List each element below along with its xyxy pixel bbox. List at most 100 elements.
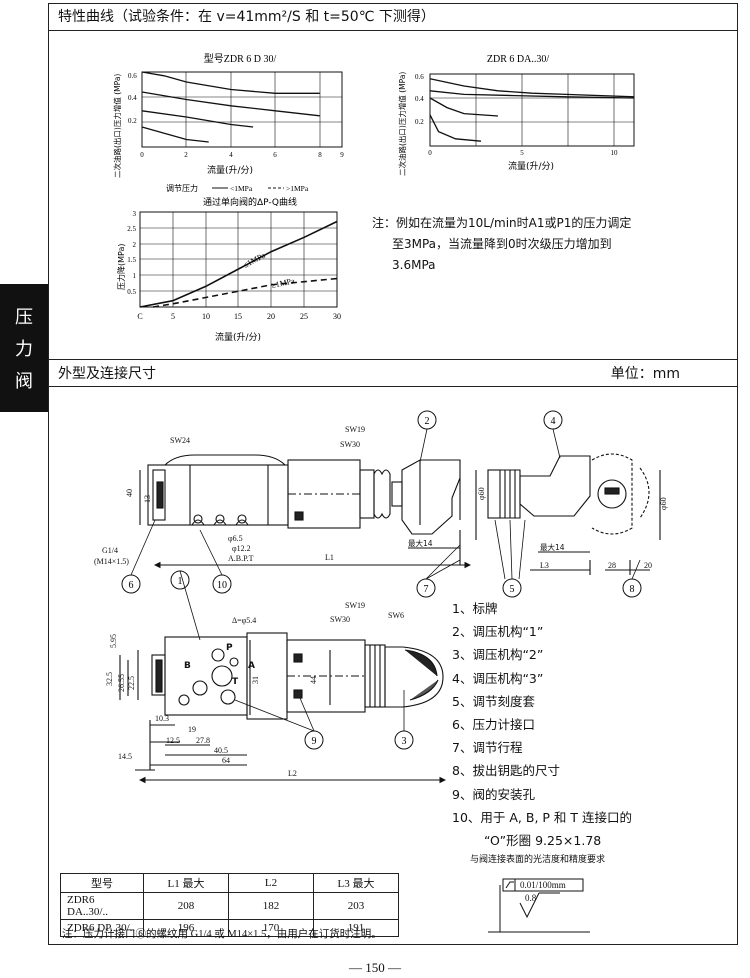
chart2-series-line — [429, 97, 499, 117]
unit-label: 单位：mm — [610, 366, 680, 382]
plan-view-labels: Δ=φ5.4 SW19 SW6 SW30 P B A T 5.95 32.5 2… — [105, 601, 404, 778]
chart2-ytick: 0.4 — [415, 95, 424, 103]
chart3-ytick: 1.5 — [127, 256, 136, 264]
chart2-xtick: 5 — [520, 149, 524, 157]
svg-text:9: 9 — [312, 736, 317, 747]
label-225: 22.5 — [127, 676, 136, 690]
note-line: 3.6MPa — [392, 258, 436, 272]
chart3-ylabel: 压力降(MPa) — [116, 243, 126, 290]
chart2-yticks: 0.6 0.4 0.2 — [415, 73, 424, 126]
section-title-curves: 特性曲线（试验条件：在 v=41mm²/S 和 t=50℃ 下测得） — [48, 3, 738, 31]
chart2-ytick: 0.2 — [415, 118, 424, 126]
table-cell: 208 — [143, 892, 229, 920]
plan-valve-body — [164, 636, 248, 716]
label-phi65: φ6.5 — [228, 534, 243, 543]
chart3-frame — [139, 211, 338, 308]
chart3-yticks: 3 2.5 2 1.5 1 0.5 — [127, 210, 136, 296]
chart2-series-line — [429, 78, 635, 98]
chart1-xtick: 0 — [140, 151, 144, 159]
callout-6: 6 — [121, 574, 141, 594]
chart3-ytick: 0.5 — [127, 288, 136, 296]
chart1-title: 型号ZDR 6 D 30/ — [204, 52, 277, 65]
legend-item: 2、调压机构“1” — [452, 624, 544, 640]
svg-text:2: 2 — [425, 416, 430, 427]
parts-legend: 1、标牌 2、调压机构“1” 3、调压机构“2” 4、调压机构“3” 5、调节刻… — [452, 597, 632, 852]
svg-text:4: 4 — [551, 416, 556, 427]
label-325: 32.5 — [105, 672, 114, 686]
svg-text:8: 8 — [630, 584, 635, 595]
chart1-ylabel: 二次油路(出口)压力增值 (MPa) — [112, 74, 122, 178]
port-a: A — [248, 661, 255, 671]
chart3-curve-b-label: ≥1MPa — [271, 276, 296, 290]
chart-zdr6d: 型号ZDR 6 D 30/ 0.6 0.4 0.2 0 2 4 6 8 9 流量… — [112, 52, 344, 178]
chart3-legend-a: <1MPa — [230, 184, 253, 193]
chart1-frame — [141, 71, 343, 148]
chart3-series-line — [139, 220, 338, 308]
section2-title: 外型及连接尺寸 — [58, 366, 156, 382]
table-cell: 203 — [313, 892, 399, 920]
table-header: L2 — [228, 873, 314, 893]
curve-note: 注：例如在流量为10L/min时A1或P1的压力调定 至3MPa，当流量降到0时… — [372, 213, 631, 276]
chart3-ytick: 2 — [133, 241, 137, 249]
label-max14a: 最大14 — [408, 538, 433, 548]
chart2-series-line — [429, 90, 635, 99]
chart1-series — [141, 71, 320, 143]
callouts: 1 2 3 4 5 6 7 8 9 10 — [121, 410, 642, 750]
table-header: L1 最大 — [143, 873, 229, 893]
label-20: 20 — [644, 561, 652, 570]
label-phi122: φ12.2 — [232, 544, 251, 553]
leader-lines — [130, 428, 641, 732]
top-view-labels: SW24 SW19 SW30 φ6.5 φ12.2 A.B.P.T G1/4 (… — [94, 425, 668, 570]
label-abpt: A.B.P.T — [228, 554, 254, 563]
label-64: 64 — [222, 756, 230, 765]
label-19: 19 — [188, 725, 196, 734]
label-sw19: SW19 — [345, 425, 365, 434]
chart3-ytick: 1 — [133, 272, 137, 280]
chart1-series-line — [141, 91, 320, 117]
chart3-xtick: 30 — [333, 312, 341, 321]
chart1-xtick: 9 — [340, 151, 344, 159]
chart3-xtick: 10 — [202, 312, 210, 321]
page-number: — 150 — — [349, 960, 401, 975]
flatness-value: 0.01/100mm — [520, 880, 566, 890]
callout-4: 4 — [543, 410, 563, 430]
label-delta: Δ=φ5.4 — [232, 616, 256, 625]
roughness-value: 0.8 — [525, 893, 537, 903]
label-595: 5.95 — [109, 634, 118, 648]
callout-8: 8 — [622, 578, 642, 598]
legend-item: “O”形圈 9.25×1.78 — [484, 833, 602, 849]
svg-text:10: 10 — [217, 580, 227, 591]
label-44: 44 — [309, 676, 318, 684]
chart1-xtick: 2 — [184, 151, 188, 159]
table-cell: 191 — [313, 919, 399, 937]
table-cell: ZDR6 DP..30/.. — [60, 919, 144, 937]
chart1-series-line — [141, 71, 320, 94]
chart1-series-line — [141, 110, 254, 128]
chart3-xlabel: 流量(升/分) — [215, 331, 261, 343]
chart2-frame — [429, 73, 635, 147]
callout-1: 1 — [170, 570, 190, 590]
table-cell: 196 — [143, 919, 229, 937]
table-row: ZDR6 DA..30/.. 208 182 203 — [60, 892, 399, 920]
label-phi60a: φ60 — [477, 487, 486, 500]
label-103: 10.3 — [155, 714, 169, 723]
chart2-series-line — [429, 114, 482, 142]
callout-5: 5 — [502, 578, 522, 598]
table-row: ZDR6 DP..30/.. 196 170 191 — [60, 919, 399, 937]
chart1-ytick: 0.4 — [128, 94, 137, 102]
dimension-table: 型号 L1 最大 L2 L3 最大 ZDR6 DA..30/.. 208 182… — [60, 873, 399, 937]
legend-item: 6、压力计接口 — [452, 717, 535, 733]
label-phi60b: φ60 — [659, 497, 668, 510]
legend-item: 4、调压机构“3” — [452, 670, 544, 686]
legend-item: 3、调压机构“2” — [452, 647, 544, 663]
label-g14: G1/4 — [102, 546, 118, 555]
chart3-grid — [140, 212, 337, 307]
label-125: 12.5 — [166, 736, 180, 745]
label-28: 28 — [608, 561, 616, 570]
chart3-series-line — [152, 277, 338, 308]
table-header-row: 型号 L1 最大 L2 L3 最大 — [60, 873, 399, 893]
chart2-ytick: 0.6 — [415, 73, 424, 81]
chart2-xlabel: 流量(升/分) — [508, 160, 554, 172]
label-l2: L2 — [288, 769, 297, 778]
side-tab-char: 力 — [15, 339, 33, 360]
